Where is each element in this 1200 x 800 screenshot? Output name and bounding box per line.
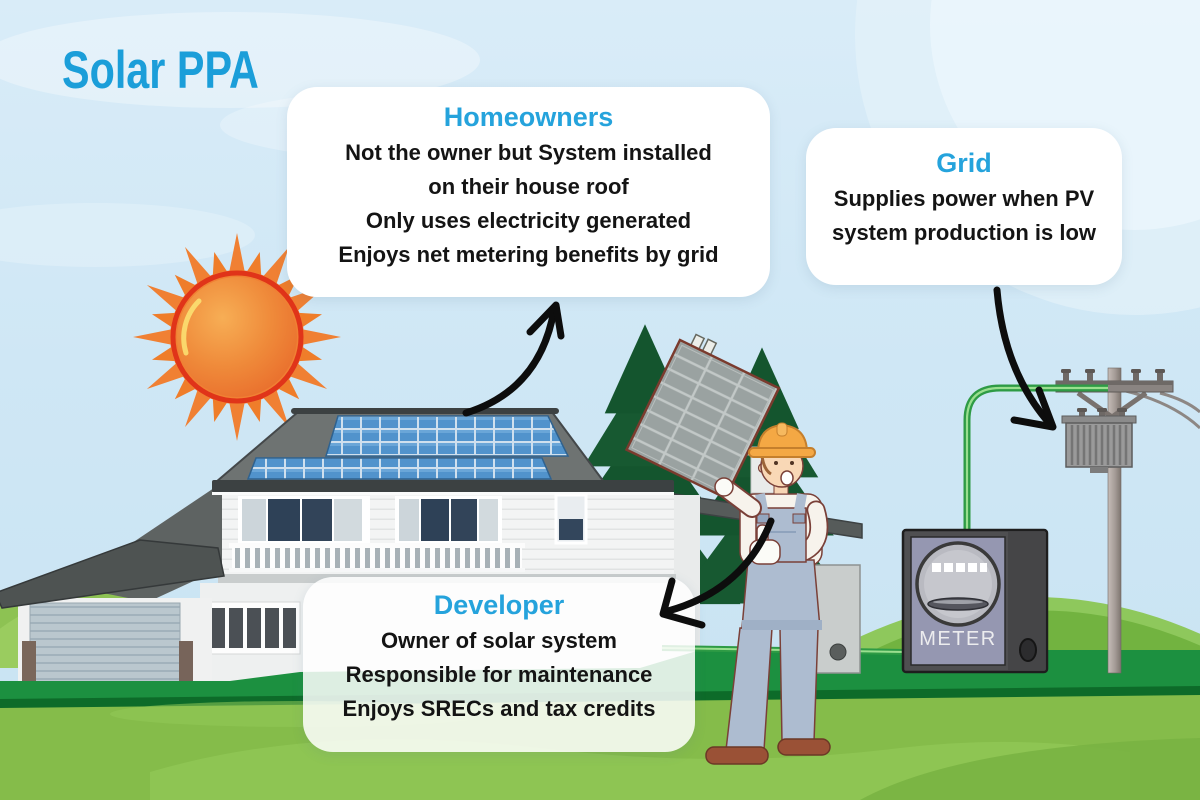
shoe	[777, 738, 831, 756]
utility-pole	[1055, 367, 1200, 674]
shoe	[705, 746, 769, 765]
glove	[714, 477, 734, 497]
homeowners-line: on their house roof	[428, 174, 629, 199]
homeowners-callout: Homeowners Not the owner but System inst…	[287, 87, 770, 297]
transformer	[1061, 408, 1137, 473]
solar-installer-worker	[624, 333, 831, 765]
sun-icon	[133, 233, 341, 441]
balcony-railing	[229, 543, 525, 572]
roof-solar-array-upper	[324, 415, 570, 457]
homeowners-title: Homeowners	[443, 102, 614, 132]
small-window	[554, 493, 588, 545]
developer-callout: Developer Owner of solar system Responsi…	[303, 577, 695, 752]
grid-line: system production is low	[831, 220, 1097, 245]
garage-door	[29, 602, 181, 684]
meter-dial	[915, 541, 1001, 627]
grid-callout: Grid Supplies power when PV system produ…	[806, 128, 1122, 285]
homeowners-line: Enjoys net metering benefits by grid	[338, 242, 719, 267]
power-line	[1159, 391, 1200, 414]
homeowners-line: Not the owner but System installed	[345, 140, 712, 165]
lower-window	[205, 601, 301, 655]
carried-solar-panel	[624, 333, 781, 500]
developer-line: Owner of solar system	[381, 628, 617, 653]
garage	[0, 539, 225, 684]
hard-hat-icon	[748, 422, 816, 458]
electric-meter: METER	[901, 528, 1049, 674]
grid-line: Supplies power when PV	[833, 186, 1095, 211]
grid-title: Grid	[936, 148, 992, 178]
power-line	[1121, 388, 1200, 430]
homeowners-line: Only uses electricity generated	[365, 208, 692, 233]
developer-title: Developer	[433, 590, 565, 620]
balcony-doors	[238, 496, 502, 544]
page-title: Solar PPA	[62, 41, 259, 100]
meter-label: METER	[919, 628, 997, 650]
developer-line: Enjoys SRECs and tax credits	[342, 696, 656, 721]
developer-line: Responsible for maintenance	[345, 662, 653, 687]
roof-solar-array-lower	[246, 457, 553, 480]
